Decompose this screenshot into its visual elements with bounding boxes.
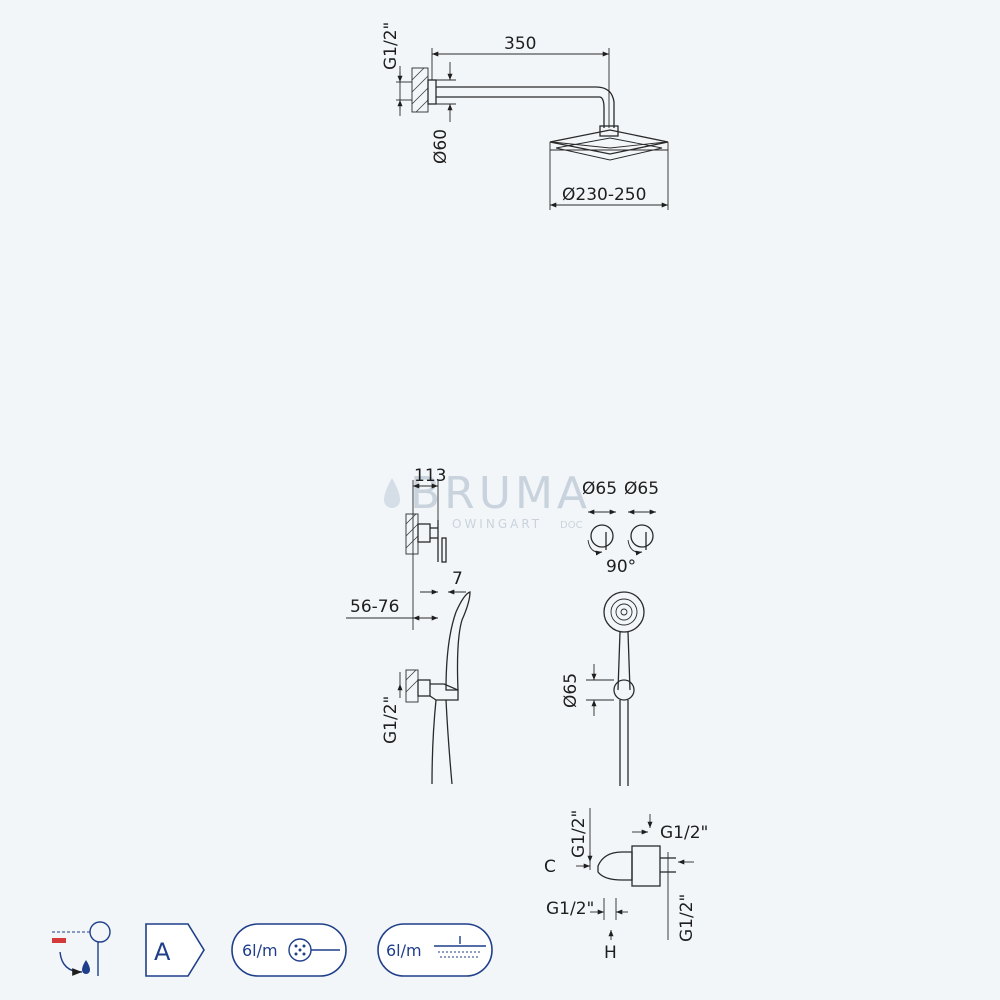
badge-installation (52, 921, 111, 976)
drop-icon (82, 960, 90, 974)
flange-diameter-label: Ø60 (431, 129, 451, 164)
wall-flange (427, 79, 437, 105)
badge-head-flow: 6l/m (377, 923, 493, 977)
hot-label: H (604, 943, 617, 963)
cold-label: C (544, 857, 556, 877)
watermark-tagline: OWINGART (452, 517, 542, 531)
diverter-front-drawing: Ø65 Ø65 90° (582, 479, 659, 577)
diverter-depth-label: 113 (414, 466, 446, 486)
hand-shower-side (445, 591, 471, 691)
offset-label: 7 (452, 569, 463, 589)
energy-class-text: A (154, 938, 171, 966)
hand-flow-text: 6l/m (242, 941, 278, 960)
mixer-outlet-side-label: G1/2" (677, 894, 697, 942)
overhead-shower-drawing: G1/2" 350 Ø60 Ø230-250 (381, 22, 669, 210)
rosette-right (630, 524, 654, 548)
hand-shower-front-drawing: Ø65 (561, 591, 645, 786)
mixer-body (597, 851, 633, 881)
arm-length-label: 350 (504, 34, 536, 54)
watermark-brand: BRUMA (410, 468, 591, 519)
rosette-left-label: Ø65 (582, 479, 617, 499)
mixer-inlet-bottom-label: G1/2" (546, 899, 594, 919)
mixer-drawing: G1/2" C G1/2" G1/2" G1/2" H (544, 808, 708, 963)
mixer-valve-icon (52, 938, 66, 943)
diverter-wall-hatch (405, 513, 419, 555)
hand-shower-head (603, 591, 645, 633)
badge-hand-flow: 6l/m (231, 923, 347, 977)
wall-range-label: 56-76 (350, 597, 399, 617)
rosette-left (590, 524, 614, 548)
diverter-side-drawing: 113 (405, 466, 447, 630)
watermark-tag-suffix: DOC (560, 520, 583, 531)
hand-outlet-diameter-label: Ø65 (561, 673, 581, 708)
drop-logo-icon (384, 478, 400, 508)
hand-shower-side-drawing: 56-76 7 G1/2" (346, 569, 471, 785)
hand-thread-label: G1/2" (381, 696, 401, 744)
rosette-right-label: Ø65 (624, 479, 659, 499)
rotation-label: 90° (606, 557, 636, 577)
hand-wall-hatch (405, 669, 419, 703)
mixer-inlet-top-label: G1/2" (569, 810, 589, 858)
mixer-outlet-top-label: G1/2" (660, 823, 708, 843)
overhead-thread-label: G1/2" (381, 22, 401, 70)
watermark: BRUMA OWINGART DOC (384, 468, 591, 531)
head-diameter-label: Ø230-250 (562, 185, 646, 205)
head-flow-text: 6l/m (386, 941, 422, 960)
badge-energy-class: A (145, 923, 205, 977)
wall-hatch (411, 67, 429, 113)
